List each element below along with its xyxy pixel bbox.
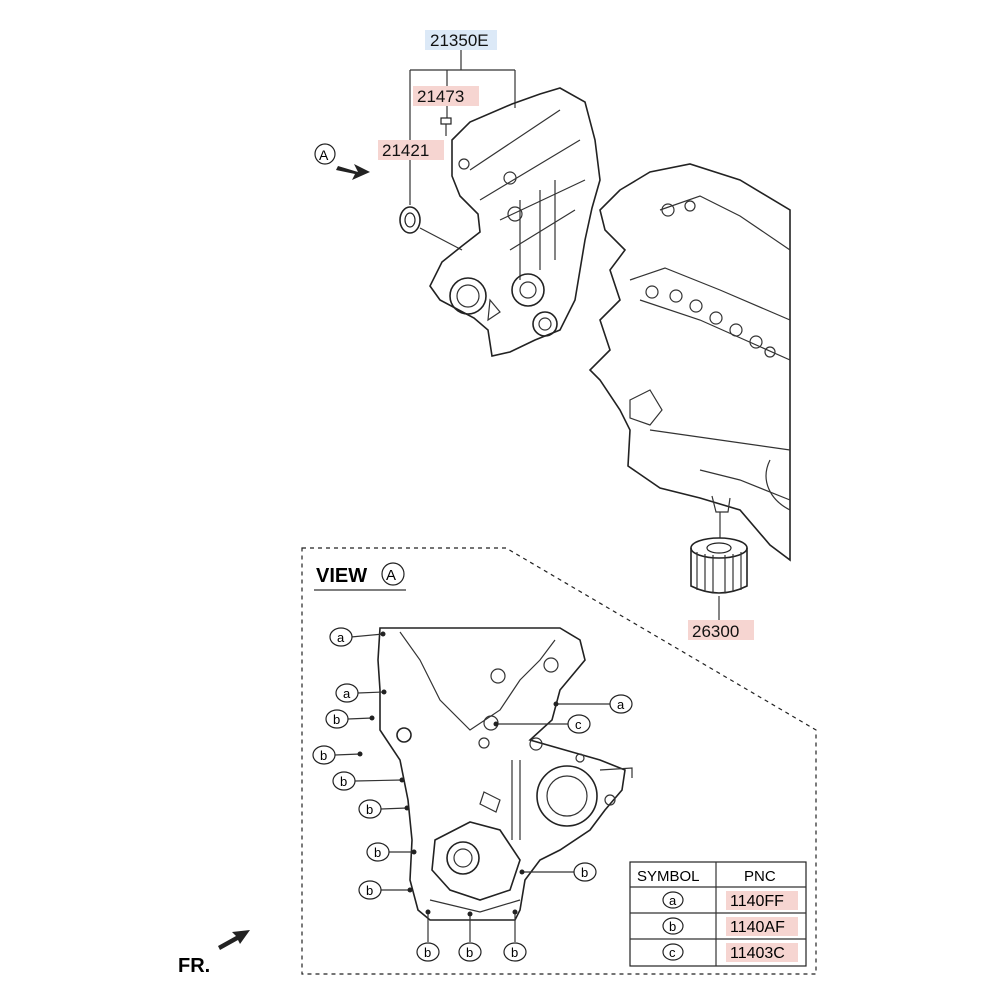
timing-cover-illustration bbox=[429, 87, 601, 357]
oil-filter-part-number[interactable]: 26300 bbox=[692, 622, 739, 641]
oil-seal-label-group[interactable]: 21421 bbox=[378, 140, 444, 160]
view-a-frame bbox=[301, 547, 817, 975]
legend-header-symbol: SYMBOL bbox=[637, 868, 700, 885]
view-a-cover-outline bbox=[377, 627, 633, 921]
bolt-icon bbox=[440, 117, 452, 136]
front-direction-indicator: FR. bbox=[178, 930, 250, 977]
callout-c-1: c bbox=[493, 714, 591, 734]
front-label: FR. bbox=[178, 955, 210, 977]
callout-b-4-letter: b bbox=[366, 802, 373, 817]
callout-b-2-letter: b bbox=[320, 748, 327, 763]
callout-b-8-letter: b bbox=[424, 945, 431, 960]
callout-b-7: b bbox=[519, 862, 597, 882]
callout-a-1-letter: a bbox=[337, 630, 345, 645]
view-a-title-letter: A bbox=[386, 567, 396, 584]
view-a-title: VIEW A bbox=[314, 562, 406, 591]
front-arrow-icon bbox=[218, 930, 250, 950]
callout-b-9: b bbox=[458, 911, 482, 962]
bolt-highlight bbox=[413, 86, 479, 106]
oil-seal-highlight bbox=[378, 140, 444, 160]
oil-filter-highlight bbox=[688, 620, 754, 640]
oil-seal-icon bbox=[399, 206, 463, 251]
callout-b-7-letter: b bbox=[581, 865, 588, 880]
assembly-highlight bbox=[425, 30, 497, 50]
oil-filter-icon bbox=[690, 537, 748, 594]
assembly-label-group[interactable]: 21350E bbox=[425, 30, 497, 50]
callout-b-3: b bbox=[332, 771, 405, 791]
callout-b-1: b bbox=[325, 709, 375, 729]
assembly-part-number[interactable]: 21350E bbox=[430, 31, 489, 50]
legend-row-1-pnc[interactable]: 1140FF bbox=[730, 893, 784, 910]
callout-b-1-letter: b bbox=[333, 712, 340, 727]
oil-seal-part-number[interactable]: 21421 bbox=[382, 141, 429, 160]
view-a-title-prefix: VIEW bbox=[316, 565, 367, 587]
legend-row-3-pnc[interactable]: 11403C bbox=[730, 945, 785, 962]
callout-a-2-letter: a bbox=[343, 686, 351, 701]
callout-b-5: b bbox=[366, 842, 417, 862]
callout-a-3: a bbox=[553, 694, 633, 714]
bolt-part-number[interactable]: 21473 bbox=[417, 87, 464, 106]
callout-b-10: b bbox=[503, 909, 527, 962]
callout-b-3-letter: b bbox=[340, 774, 347, 789]
callout-b-9-letter: b bbox=[466, 945, 473, 960]
legend-row-1-symbol: a bbox=[669, 893, 677, 908]
callout-b-6: b bbox=[358, 880, 413, 900]
view-a-arrow: A bbox=[314, 143, 370, 180]
legend-row-2-symbol: b bbox=[669, 919, 676, 934]
oil-filter-label-group[interactable]: 26300 bbox=[688, 620, 754, 641]
callout-b-8: b bbox=[416, 909, 440, 962]
callout-c-1-letter: c bbox=[575, 717, 582, 732]
engine-block-illustration bbox=[588, 163, 791, 562]
callout-a-1: a bbox=[329, 627, 386, 647]
callout-b-6-letter: b bbox=[366, 883, 373, 898]
view-a-arrow-letter: A bbox=[319, 147, 329, 163]
legend-row-3-symbol: c bbox=[669, 945, 676, 960]
legend-header-pnc: PNC bbox=[744, 868, 776, 885]
legend-row-2-pnc[interactable]: 1140AF bbox=[730, 919, 785, 936]
callout-b-2: b bbox=[312, 745, 363, 765]
callout-b-5-letter: b bbox=[374, 845, 381, 860]
callout-a-3-letter: a bbox=[617, 697, 625, 712]
legend-table: SYMBOL PNC a 1140FF b 1140AF c 11403C bbox=[629, 861, 807, 967]
callout-b-4: b bbox=[358, 799, 410, 819]
callout-b-10-letter: b bbox=[511, 945, 518, 960]
callout-a-2: a bbox=[335, 683, 387, 703]
bolt-label-group[interactable]: 21473 bbox=[413, 86, 479, 106]
